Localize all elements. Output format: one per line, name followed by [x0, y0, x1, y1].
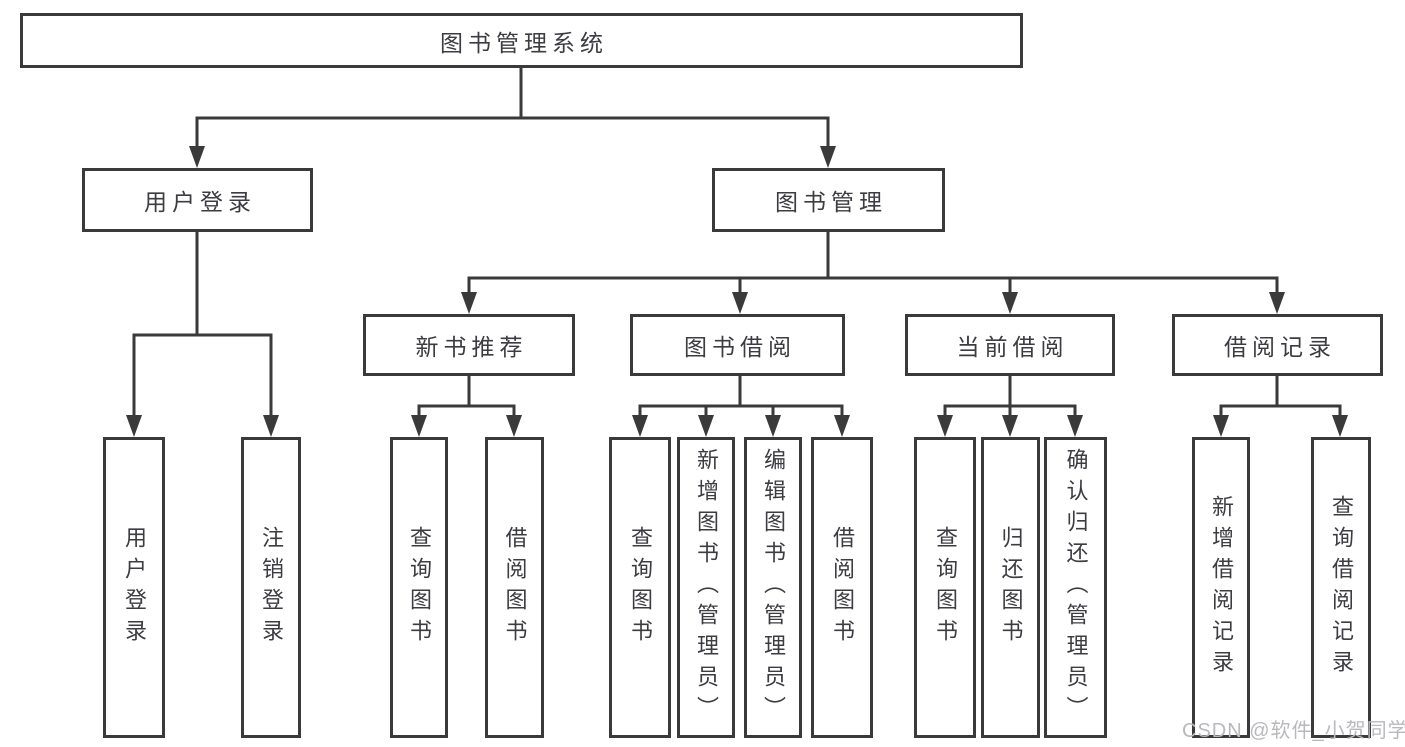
arrowhead-icon	[732, 292, 748, 314]
connector-current-borrowing	[937, 374, 1083, 437]
arrowhead-icon	[834, 415, 850, 437]
leaf-user-login: 用户登录	[103, 437, 165, 738]
leaf-logout: 注销登录	[241, 437, 301, 738]
node-borrow-records: 借阅记录	[1172, 314, 1383, 376]
node-label: 当前借阅	[956, 334, 1069, 360]
leaf-label: 查询图书	[628, 525, 653, 650]
connector-book-borrowing	[632, 374, 850, 437]
arrowhead-icon	[189, 146, 205, 168]
arrowhead-icon	[126, 415, 142, 437]
arrowhead-icon	[1067, 415, 1083, 437]
leaf-label: 查询借阅记录	[1329, 494, 1354, 681]
arrowhead-icon	[820, 146, 836, 168]
leaf-label: 编辑图书（管理员）	[761, 448, 786, 727]
connector-book-management	[461, 230, 1285, 314]
leaf-add-book-admin: 新增图书（管理员）	[677, 437, 735, 738]
node-book-management: 图书管理	[712, 168, 945, 232]
leaf-label: 查询图书	[933, 525, 958, 650]
arrowhead-icon	[263, 415, 279, 437]
arrowhead-icon	[1269, 292, 1285, 314]
leaf-label: 借阅图书	[830, 525, 855, 650]
arrowhead-icon	[632, 415, 648, 437]
arrowhead-icon	[698, 415, 714, 437]
leaf-label: 用户登录	[122, 525, 147, 650]
connector-root	[189, 66, 836, 168]
leaf-label: 查询图书	[407, 525, 432, 650]
node-label: 借阅记录	[1224, 334, 1336, 360]
leaf-label: 注销登录	[259, 525, 284, 650]
leaf-add-borrow-record: 新增借阅记录	[1192, 437, 1250, 738]
node-label: 新书推荐	[415, 334, 528, 360]
arrowhead-icon	[765, 415, 781, 437]
leaf-confirm-return-admin: 确认归还（管理员）	[1044, 437, 1107, 738]
node-root: 图书管理系统	[20, 13, 1023, 68]
node-root-label: 图书管理系统	[440, 29, 608, 56]
node-current-borrowing: 当前借阅	[905, 314, 1115, 376]
leaf-edit-book-admin: 编辑图书（管理员）	[744, 437, 802, 738]
leaf-label: 新增借阅记录	[1209, 494, 1234, 681]
leaf-label: 借阅图书	[502, 525, 528, 650]
node-label: 图书管理	[775, 189, 887, 215]
arrowhead-icon	[506, 415, 522, 437]
node-label: 用户登录	[144, 189, 256, 215]
node-book-borrowing: 图书借阅	[630, 314, 845, 376]
connector-user-login	[126, 230, 279, 437]
arrowhead-icon	[1213, 415, 1229, 437]
connector-new-book-recommend	[411, 374, 522, 437]
arrowhead-icon	[461, 292, 477, 314]
arrowhead-icon	[1002, 292, 1018, 314]
leaf-label: 确认归还（管理员）	[1063, 448, 1089, 727]
leaf-query-books-recommend: 查询图书	[390, 437, 448, 738]
leaf-query-borrow-record: 查询借阅记录	[1311, 437, 1371, 738]
leaf-borrow-books-recommend: 借阅图书	[485, 437, 544, 738]
leaf-return-book: 归还图书	[981, 437, 1040, 738]
node-user-login: 用户登录	[82, 168, 313, 232]
arrowhead-icon	[1332, 415, 1348, 437]
csdn-watermark: CSDN @软件_小贺同学	[1182, 720, 1405, 742]
leaf-label: 归还图书	[998, 525, 1024, 650]
node-label: 图书借阅	[684, 334, 796, 360]
leaf-label: 新增图书（管理员）	[694, 448, 719, 727]
leaf-query-books-current: 查询图书	[914, 437, 976, 738]
arrowhead-icon	[937, 415, 953, 437]
arrowhead-icon	[411, 415, 427, 437]
connector-borrow-records	[1213, 374, 1348, 437]
leaf-query-books-borrowing: 查询图书	[609, 437, 671, 738]
leaf-borrow-books: 借阅图书	[811, 437, 873, 738]
arrowhead-icon	[1002, 415, 1018, 437]
node-new-book-recommend: 新书推荐	[363, 314, 575, 376]
